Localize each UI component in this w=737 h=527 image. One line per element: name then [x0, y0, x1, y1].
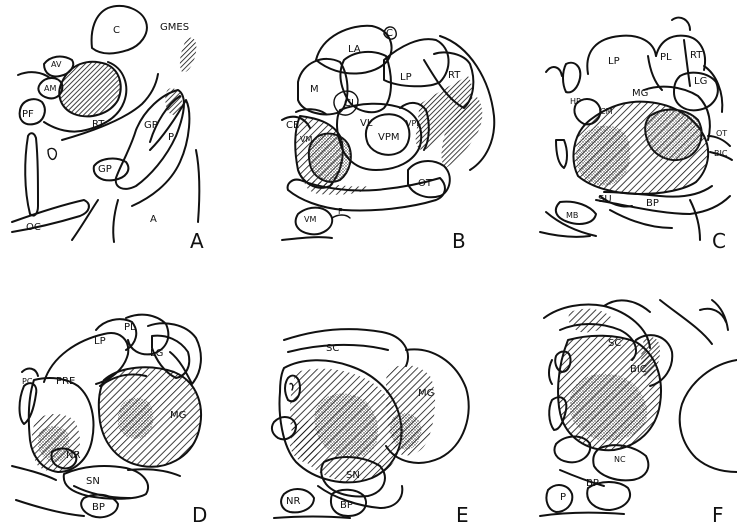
label-p: P — [168, 132, 174, 143]
panel-letter-b: B — [452, 229, 466, 253]
panel-c: LP PL RT LG MG HP CM OT BIC SU BP MB C — [540, 18, 732, 253]
label-bp: BP — [92, 502, 105, 513]
label-ot: OT — [716, 129, 727, 138]
label-gp-right: GP — [144, 120, 158, 131]
label-gmes: GMES — [160, 22, 189, 33]
panel-letter-a: A — [190, 229, 204, 253]
label-lp: LP — [608, 56, 620, 67]
label-cl: CL — [344, 98, 357, 109]
panel-letter-c: C — [712, 229, 726, 253]
label-bp: BP — [586, 478, 599, 489]
label-vmh: VM — [304, 215, 316, 224]
label-rt: RT — [690, 50, 703, 61]
label-nc: NC — [614, 455, 626, 464]
label-p: P — [560, 492, 566, 503]
label-cm: CM — [600, 107, 613, 116]
label-nr: NR — [286, 496, 300, 507]
panel-letter-e: E — [456, 503, 469, 527]
label-mg: MG — [418, 388, 434, 399]
label-lg: LG — [694, 76, 707, 87]
label-oc: OC — [26, 222, 41, 233]
panel-a: C GMES AV AM PF RT GP GP P OC A A — [12, 6, 204, 253]
label-rt: RT — [92, 119, 105, 130]
label-pl: PL — [660, 52, 672, 63]
label-mb: MB — [566, 211, 578, 220]
label-hp: HP — [570, 97, 581, 106]
label-pf: PF — [22, 109, 34, 120]
label-bp: BP — [340, 500, 353, 511]
panel-d: LP PL LG PC PRE MG NR SN BP D — [12, 315, 207, 527]
panel-e: SC MG SN NR BP E — [272, 329, 469, 527]
label-su: SU — [598, 194, 612, 205]
label-mg: MG — [632, 88, 648, 99]
label-gp-left: GP — [98, 164, 112, 175]
panel-f: SC BIC NC BP P F — [540, 300, 737, 527]
label-bp: BP — [646, 198, 659, 209]
label-lp: LP — [94, 336, 106, 347]
label-pre: PRE — [56, 376, 75, 387]
panel-letter-d: D — [192, 503, 207, 527]
label-ce: CE — [286, 120, 299, 131]
label-ot: OT — [418, 178, 433, 189]
label-sc: SC — [608, 338, 621, 349]
panel-letter-f: F — [712, 503, 724, 527]
label-lp: LP — [400, 72, 412, 83]
label-la: LA — [348, 44, 361, 55]
label-av: AV — [51, 60, 62, 69]
label-rt: RT — [448, 70, 461, 81]
label-a: A — [150, 214, 157, 225]
label-pl: PL — [124, 322, 136, 333]
label-mg: MG — [170, 410, 186, 421]
label-f: F — [338, 207, 343, 216]
label-nr: NR — [66, 450, 80, 461]
panel-b: C LA M LP RT CL CE VL VPM VPL VM OT VM F… — [282, 26, 494, 253]
label-vm: VM — [300, 135, 312, 144]
label-lg: LG — [150, 348, 163, 359]
label-pc: PC — [22, 377, 33, 386]
label-sn: SN — [346, 470, 360, 481]
label-c: C — [113, 25, 120, 36]
label-vpl: VPL — [406, 119, 421, 128]
label-vl: VL — [360, 118, 373, 129]
label-sc: SC — [326, 343, 339, 354]
label-m: M — [310, 84, 319, 95]
label-c: C — [386, 28, 393, 39]
label-am: AM — [44, 84, 56, 93]
label-bic: BIC — [630, 364, 647, 375]
label-sn: SN — [86, 476, 100, 487]
label-bic: BIC — [714, 149, 728, 158]
label-vpm: VPM — [378, 132, 400, 143]
